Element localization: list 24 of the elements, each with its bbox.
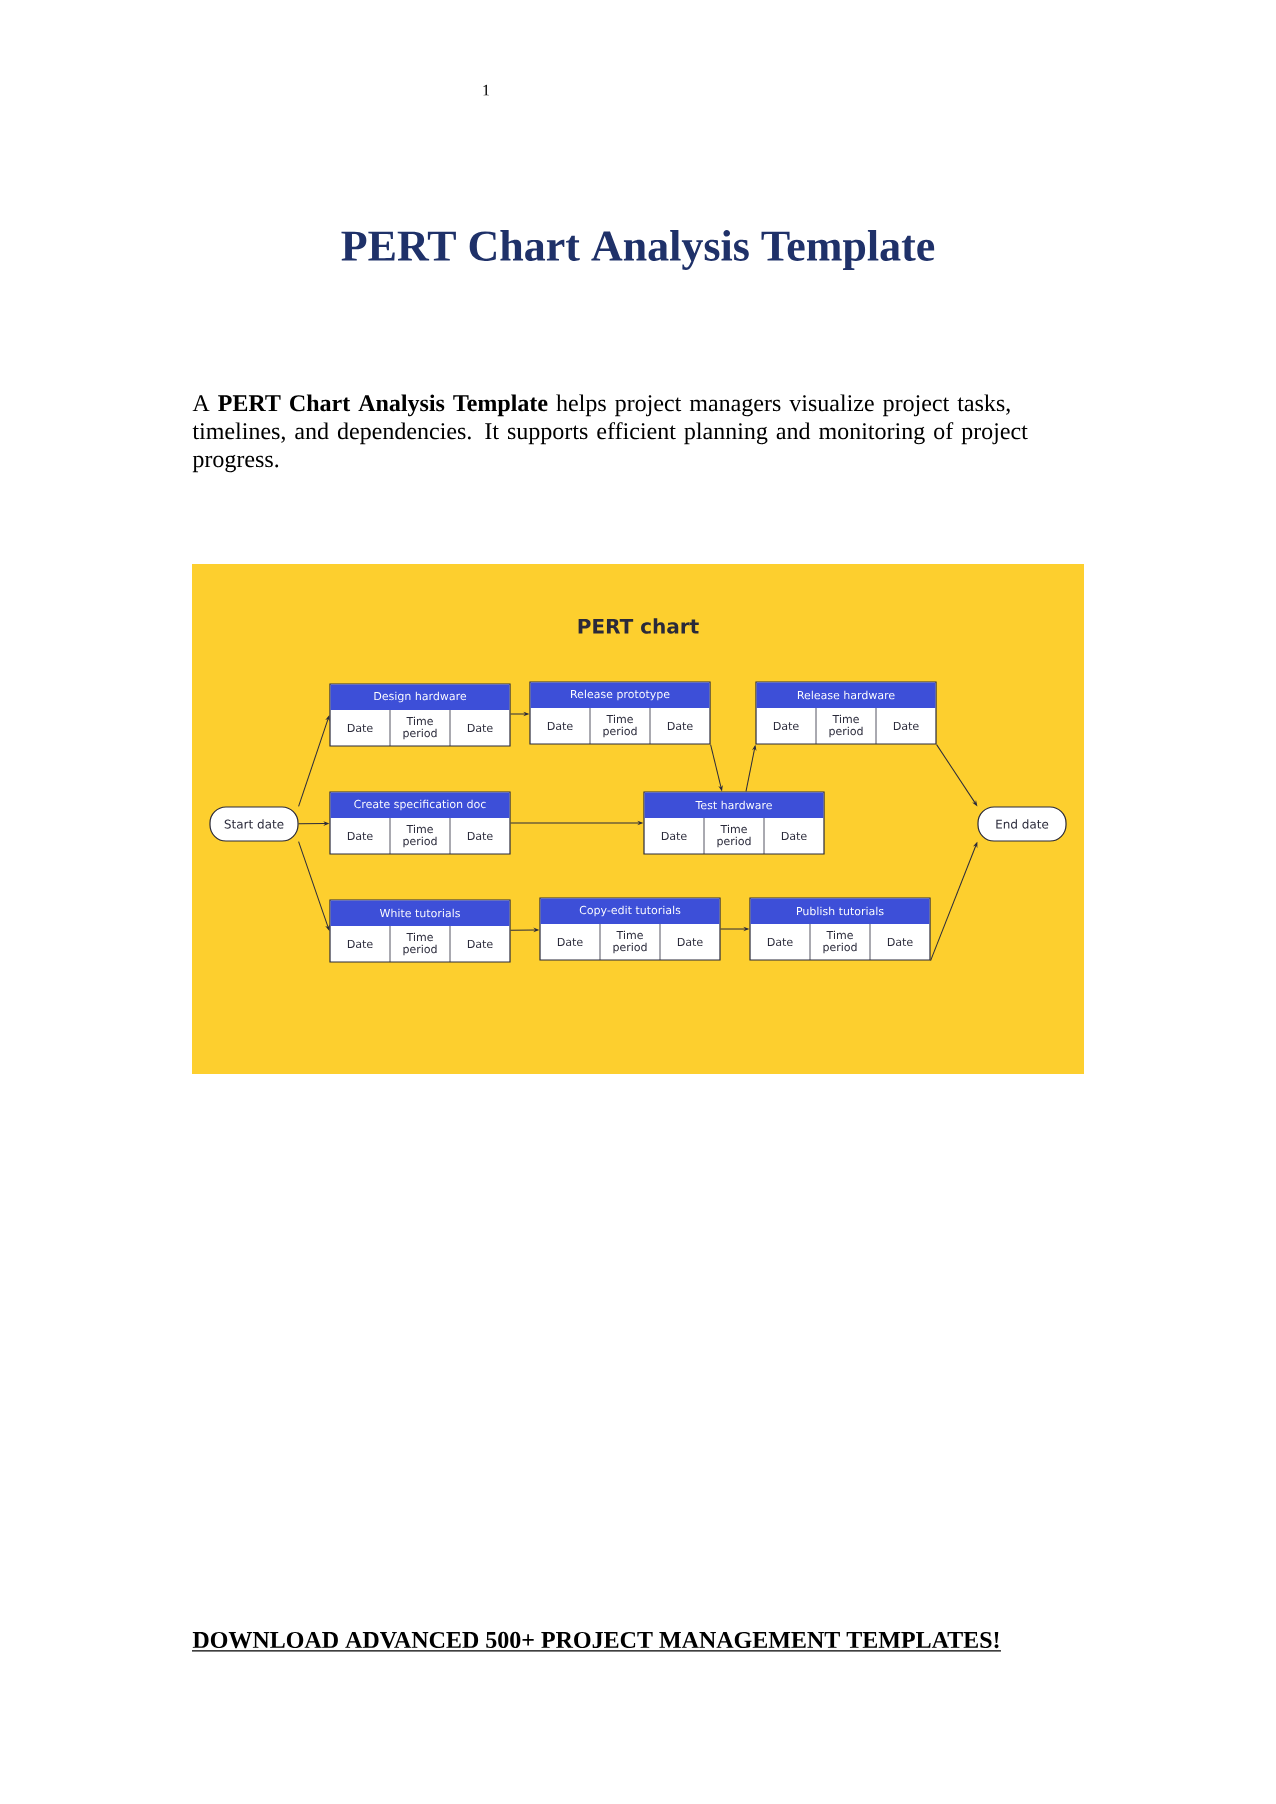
arrow <box>720 927 749 931</box>
chart-title: PERT chart <box>578 618 699 634</box>
task-box <box>755 681 937 745</box>
arrow <box>298 841 330 931</box>
arrow <box>510 821 643 825</box>
task-box <box>329 683 511 747</box>
task-box <box>749 897 931 961</box>
arrow <box>298 715 330 807</box>
arrow <box>745 745 757 792</box>
arrow <box>936 744 978 806</box>
arrow <box>298 821 329 826</box>
arrow <box>510 928 539 932</box>
arrow <box>710 744 723 791</box>
download-link: DOWNLOAD ADVANCED 500+ PROJECT MANAGEMENT TEMPLATES! <box>191 1631 1002 1652</box>
arrow <box>930 842 978 962</box>
arrow <box>510 712 529 716</box>
task-box <box>539 897 721 961</box>
task-box <box>329 899 511 963</box>
page-title: PERT Chart Analysis Template <box>341 230 935 271</box>
intro-paragraph: A PERT Chart Analysis Template helps project managers visualize project tasks, timelines, and dependencies. It supports efficient planning and monitoring of project progress. <box>192 394 1028 473</box>
page-number: 1 <box>483 84 490 96</box>
task-box <box>529 681 711 745</box>
task-box <box>643 791 825 855</box>
task-box <box>329 791 511 855</box>
